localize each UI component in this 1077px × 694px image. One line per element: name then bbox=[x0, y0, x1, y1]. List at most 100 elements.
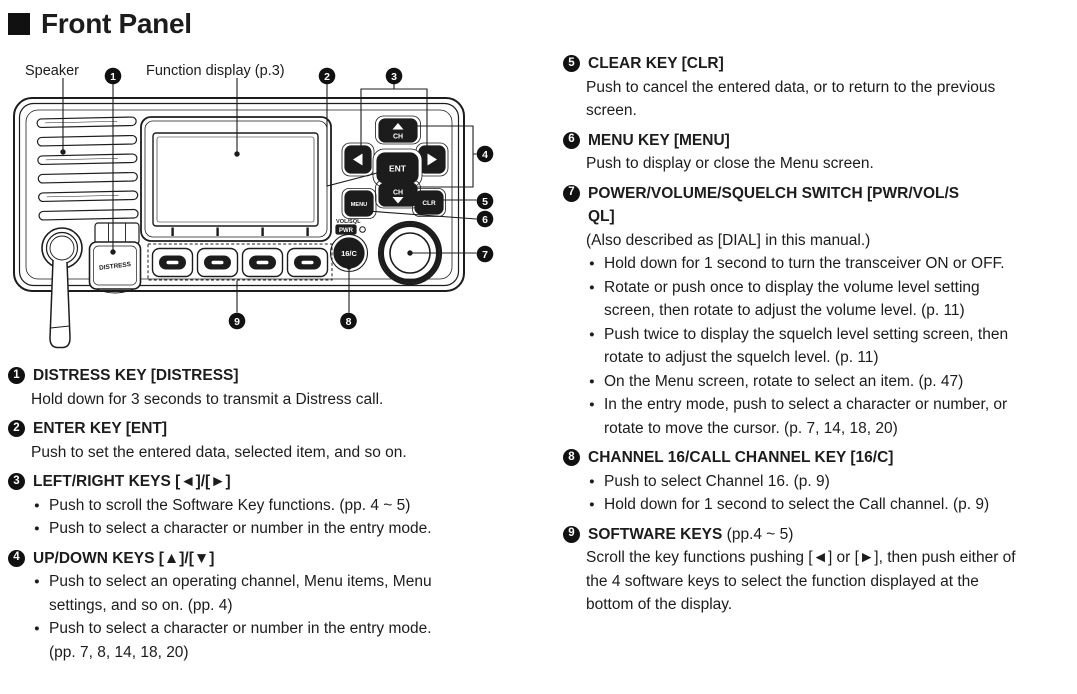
callout-badge: 1 bbox=[8, 367, 25, 384]
bullet-item: On the Menu screen, rotate to select an … bbox=[589, 370, 1018, 394]
section-heading: 5 CLEAR KEY [CLR] bbox=[563, 52, 1018, 76]
section-paragraph: Hold down for 3 seconds to transmit a Di… bbox=[31, 390, 384, 408]
section-heading: 4 UP/DOWN KEYS [▲]/[▼] bbox=[8, 547, 458, 571]
section-paragraph: Scroll the key functions pushing [◄] or … bbox=[586, 549, 1016, 613]
callout-badge: 4 bbox=[8, 549, 25, 567]
section-channel16-key: 8 CHANNEL 16/CALL CHANNEL KEY [16/C] Pus… bbox=[563, 446, 1018, 517]
svg-text:3: 3 bbox=[391, 71, 397, 83]
section-heading: 3 LEFT/RIGHT KEYS [◄]/[►] bbox=[8, 470, 458, 494]
section-heading-text: CLEAR KEY [CLR] bbox=[588, 55, 724, 72]
bullet-item: Push to select Channel 16. (p. 9) bbox=[589, 470, 1018, 494]
bullet-item: In the entry mode, push to select a char… bbox=[589, 393, 1018, 440]
svg-text:8: 8 bbox=[346, 316, 352, 328]
callout-badge: 2 bbox=[8, 420, 25, 437]
radio-body bbox=[13, 97, 465, 292]
callout-lines bbox=[62, 78, 477, 313]
section-up-down-keys: 4 UP/DOWN KEYS [▲]/[▼] Push to select an… bbox=[8, 547, 458, 665]
bullet-text: Push to select a character or number in … bbox=[49, 520, 432, 537]
section-heading-text: POWER/VOLUME/SQUELCH SWITCH [PWR/VOL/SQL… bbox=[588, 184, 960, 226]
svg-text:4: 4 bbox=[482, 149, 488, 161]
ch-down-key-label: CH bbox=[393, 190, 403, 197]
bullet-text: Rotate or push once to display the volum… bbox=[604, 278, 980, 320]
section-distress-key: 1 DISTRESS KEY [DISTRESS] Hold down for … bbox=[8, 364, 458, 411]
section-left-right-keys: 3 LEFT/RIGHT KEYS [◄]/[►] Push to scroll… bbox=[8, 470, 458, 541]
page-title-text: Front Panel bbox=[41, 8, 192, 39]
pwr-label: PWR bbox=[339, 228, 354, 234]
svg-text:2: 2 bbox=[324, 71, 330, 83]
right-arrow-icon bbox=[427, 153, 437, 166]
bullet-text: Push to scroll the Software Key function… bbox=[49, 496, 411, 514]
mic-connector bbox=[41, 227, 83, 349]
svg-text:5: 5 bbox=[482, 196, 488, 208]
vol-sql-label: VOL/SQL bbox=[336, 219, 361, 225]
callout-dots bbox=[60, 123, 444, 270]
bullet-text: Push to select a character or number in … bbox=[49, 620, 432, 661]
bullet-text: Hold down for 1 second to select the Cal… bbox=[604, 496, 990, 513]
callout-badge: 7 bbox=[563, 184, 580, 202]
svg-text:1: 1 bbox=[110, 71, 116, 83]
speaker-label: Speaker bbox=[25, 63, 79, 79]
section-clear-key: 5 CLEAR KEY [CLR] Push to cancel the ent… bbox=[563, 52, 1018, 123]
bullet-text: In the entry mode, push to select a char… bbox=[604, 396, 1008, 437]
callout-badge: 6 bbox=[563, 131, 580, 149]
up-arrow-icon bbox=[392, 123, 404, 130]
svg-text:6: 6 bbox=[482, 214, 488, 226]
front-panel-illustration: DISTRESS bbox=[13, 63, 494, 349]
bullet-text: Push to select Channel 16. (p. 9) bbox=[604, 472, 830, 490]
section-marker-icon bbox=[8, 13, 30, 35]
section-heading-bold: SOFTWARE KEYS bbox=[588, 525, 723, 543]
section-paragraph: Push to set the entered data, selected i… bbox=[31, 443, 407, 461]
ch16-key-label: 16/C bbox=[341, 249, 357, 258]
bullet-item: Push to select a character or number in … bbox=[34, 517, 458, 541]
pwr-badge bbox=[335, 224, 357, 235]
function-display bbox=[140, 116, 332, 242]
callout-badge: 9 bbox=[563, 525, 580, 543]
speaker-grille bbox=[36, 116, 139, 221]
section-heading-text: LEFT/RIGHT KEYS [◄]/[►] bbox=[33, 473, 231, 490]
bullet-text: Push twice to display the squelch level … bbox=[604, 325, 1009, 367]
section-paragraph: Push to display or close the Menu screen… bbox=[586, 155, 874, 172]
section-heading-text: MENU KEY [MENU] bbox=[588, 131, 730, 149]
bullet-item: Push to select an operating channel, Men… bbox=[34, 570, 458, 617]
down-arrow-icon bbox=[392, 197, 404, 204]
section-heading-pageref: (pp.4 ~ 5) bbox=[722, 525, 794, 543]
callout-badges: 1 2 3 4 5 6 7 8 9 bbox=[104, 67, 494, 330]
distress-key: DISTRESS bbox=[88, 222, 142, 294]
svg-text:7: 7 bbox=[482, 249, 488, 261]
svg-text:9: 9 bbox=[234, 316, 240, 328]
bullet-item: Hold down for 1 second to turn the trans… bbox=[589, 252, 1018, 276]
callout-badge: 3 bbox=[8, 473, 25, 490]
software-keys bbox=[147, 243, 333, 281]
section-heading: 9 SOFTWARE KEYS (pp.4 ~ 5) bbox=[563, 523, 1018, 547]
section-software-keys: 9 SOFTWARE KEYS (pp.4 ~ 5) Scroll the ke… bbox=[563, 523, 1018, 617]
left-column: 1 DISTRESS KEY [DISTRESS] Hold down for … bbox=[8, 364, 458, 670]
section-heading: 6 MENU KEY [MENU] bbox=[563, 129, 1018, 153]
key-cluster: CH ENT CH MENU bbox=[329, 115, 449, 286]
clr-key-label: CLR bbox=[422, 200, 436, 207]
bullet-text: On the Menu screen, rotate to select an … bbox=[604, 372, 964, 390]
front-panel-diagram: DISTRESS bbox=[0, 56, 540, 358]
callout-badge: 8 bbox=[563, 449, 580, 466]
section-heading-text: CHANNEL 16/CALL CHANNEL KEY [16/C] bbox=[588, 449, 894, 466]
menu-key-label: MENU bbox=[351, 202, 367, 208]
section-menu-key: 6 MENU KEY [MENU] Push to display or clo… bbox=[563, 129, 1018, 176]
bullet-item: Push to scroll the Software Key function… bbox=[34, 494, 458, 518]
function-display-label: Function display (p.3) bbox=[146, 63, 285, 79]
section-heading-text: SOFTWARE KEYS (pp.4 ~ 5) bbox=[588, 523, 793, 547]
section-heading-text: ENTER KEY [ENT] bbox=[33, 420, 168, 437]
section-power-volume-squelch: 7 POWER/VOLUME/SQUELCH SWITCH [PWR/VOL/S… bbox=[563, 182, 1018, 441]
ent-key-label: ENT bbox=[389, 164, 407, 174]
section-heading: 1 DISTRESS KEY [DISTRESS] bbox=[8, 364, 458, 388]
section-enter-key: 2 ENTER KEY [ENT] Push to set the entere… bbox=[8, 417, 458, 464]
ch-up-key-label: CH bbox=[393, 134, 403, 141]
section-heading: 7 POWER/VOLUME/SQUELCH SWITCH [PWR/VOL/S… bbox=[563, 182, 1018, 229]
section-heading: 2 ENTER KEY [ENT] bbox=[8, 417, 458, 441]
power-led bbox=[359, 226, 366, 233]
left-arrow-icon bbox=[353, 153, 363, 166]
section-heading-text: UP/DOWN KEYS [▲]/[▼] bbox=[33, 549, 215, 567]
page-title: Front Panel bbox=[8, 8, 192, 40]
section-paragraph: Push to cancel the entered data, or to r… bbox=[586, 78, 996, 120]
bullet-item: Rotate or push once to display the volum… bbox=[589, 276, 1018, 323]
bullet-text: Push to select an operating channel, Men… bbox=[49, 573, 432, 614]
